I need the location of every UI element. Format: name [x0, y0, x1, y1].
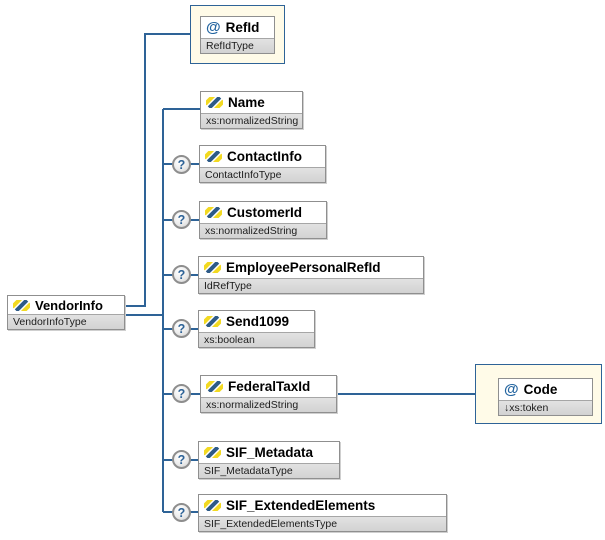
- node-title: Send1099: [199, 311, 314, 332]
- node-title: FederalTaxId: [201, 376, 336, 397]
- node-label: ContactInfo: [227, 149, 302, 164]
- node-type: SIF_MetadataType: [199, 463, 339, 478]
- node-label: SIF_Metadata: [226, 445, 314, 460]
- node-sifmetadata[interactable]: SIF_Metadata SIF_MetadataType: [198, 441, 340, 479]
- node-title: SIF_Metadata: [199, 442, 339, 463]
- optional-indicator: ?: [172, 384, 191, 403]
- attribute-frame-refid: @ RefId RefIdType: [190, 5, 285, 64]
- attribute-icon: @: [504, 381, 519, 398]
- node-title: ContactInfo: [200, 146, 325, 167]
- node-type: SIF_ExtendedElementsType: [199, 516, 446, 531]
- node-label: Send1099: [226, 314, 290, 329]
- optional-indicator: ?: [172, 265, 191, 284]
- node-label: Code: [523, 382, 558, 397]
- node-title: @ RefId: [201, 17, 274, 38]
- optional-indicator: ?: [172, 503, 191, 522]
- optional-indicator: ?: [172, 210, 191, 229]
- node-type: ContactInfoType: [200, 167, 325, 182]
- node-refid[interactable]: @ RefId RefIdType: [200, 16, 275, 54]
- node-title: VendorInfo: [8, 296, 124, 314]
- node-label: Name: [228, 95, 265, 110]
- node-type: xs:boolean: [199, 332, 314, 347]
- node-type: RefIdType: [201, 38, 274, 53]
- node-label: RefId: [225, 20, 260, 35]
- element-icon: [204, 447, 221, 458]
- optional-indicator: ?: [172, 450, 191, 469]
- node-label: CustomerId: [227, 205, 303, 220]
- node-label: VendorInfo: [35, 297, 103, 313]
- node-send1099[interactable]: Send1099 xs:boolean: [198, 310, 315, 348]
- element-icon: [204, 500, 221, 511]
- node-federaltaxid[interactable]: FederalTaxId xs:normalizedString: [200, 375, 337, 413]
- node-title: SIF_ExtendedElements: [199, 495, 446, 516]
- element-icon: [13, 299, 30, 311]
- node-label: SIF_ExtendedElements: [226, 498, 376, 513]
- node-type: xs:normalizedString: [200, 223, 326, 238]
- node-type: xs:normalizedString: [201, 397, 336, 412]
- node-type: IdRefType: [199, 278, 423, 293]
- element-icon: [205, 151, 222, 162]
- node-code[interactable]: @ Code ↓xs:token: [498, 378, 593, 416]
- node-label: FederalTaxId: [228, 379, 311, 394]
- element-icon: [204, 262, 221, 273]
- node-customerid[interactable]: CustomerId xs:normalizedString: [199, 201, 327, 239]
- node-label: EmployeePersonalRefId: [226, 260, 381, 275]
- connector-refid: [120, 33, 190, 307]
- element-icon: [206, 381, 223, 392]
- node-type: ↓xs:token: [499, 400, 592, 415]
- element-icon: [204, 316, 221, 327]
- attribute-icon: @: [206, 19, 221, 36]
- optional-indicator: ?: [172, 155, 191, 174]
- node-title: EmployeePersonalRefId: [199, 257, 423, 278]
- node-type: xs:normalizedString: [201, 113, 302, 128]
- node-title: @ Code: [499, 379, 592, 400]
- node-title: CustomerId: [200, 202, 326, 223]
- optional-indicator: ?: [172, 319, 191, 338]
- node-employeepersonalrefid[interactable]: EmployeePersonalRefId IdRefType: [198, 256, 424, 294]
- node-name[interactable]: Name xs:normalizedString: [200, 91, 303, 129]
- element-icon: [205, 207, 222, 218]
- node-vendorinfo[interactable]: VendorInfo VendorInfoType: [7, 295, 125, 330]
- attribute-frame-code: @ Code ↓xs:token: [475, 364, 602, 424]
- node-title: Name: [201, 92, 302, 113]
- element-icon: [206, 97, 223, 108]
- node-sifextendedelements[interactable]: SIF_ExtendedElements SIF_ExtendedElement…: [198, 494, 447, 532]
- node-type: VendorInfoType: [8, 314, 124, 329]
- node-contactinfo[interactable]: ContactInfo ContactInfoType: [199, 145, 326, 183]
